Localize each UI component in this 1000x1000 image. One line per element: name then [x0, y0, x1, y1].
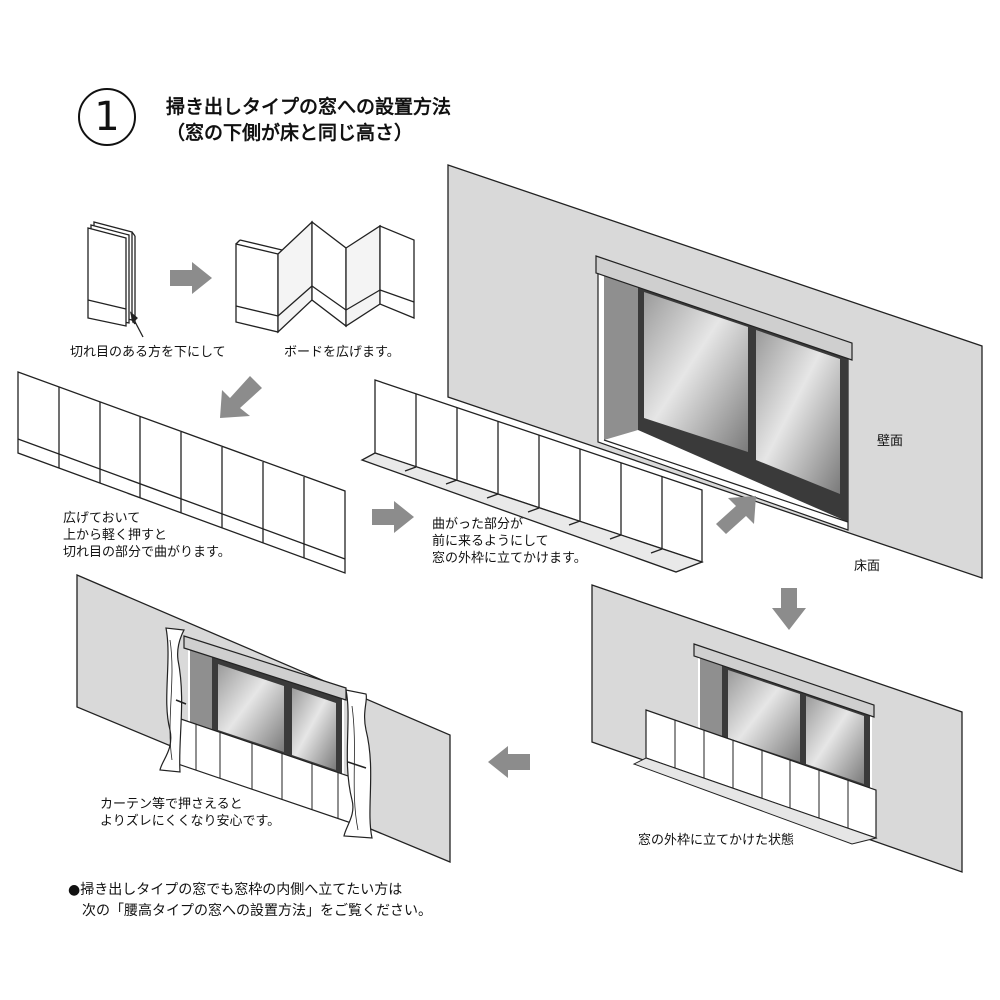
page-title: 掃き出しタイプの窓への設置方法 （窓の下側が床と同じ高さ） — [166, 94, 451, 146]
label-spread-board: ボードを広げます。 — [284, 345, 400, 360]
large-window-illustration — [447, 164, 983, 579]
label-bend-line-3: 切れ目の部分で曲がります。 — [63, 545, 231, 560]
label-bend-line-2: 上から軽く押すと — [63, 528, 168, 543]
label-curtain: カーテン等で押さえると よりズレにくくなり安心です。 — [100, 796, 280, 830]
label-state: 窓の外枠に立てかけた状態 — [638, 833, 795, 848]
step-number-circle: 1 — [78, 88, 136, 146]
label-lean-line-1: 曲がった部分が — [432, 517, 524, 532]
label-wall: 壁面 — [877, 434, 904, 449]
label-lean-line-3: 窓の外枠に立てかけます。 — [432, 551, 587, 566]
arrow-down-left — [220, 376, 262, 418]
bent-board-illustration — [360, 379, 704, 573]
label-lean: 曲がった部分が 前に来るようにして 窓の外枠に立てかけます。 — [432, 516, 587, 567]
bottom-note-line-1: ●掃き出しタイプの窓でも窓枠の内側へ立てたい方は — [68, 882, 403, 898]
label-floor: 床面 — [854, 559, 881, 574]
curtain-window-illustration — [76, 574, 451, 863]
bottom-note-line-2: 次の「腰高タイプの窓への設置方法」をご覧ください。 — [82, 903, 432, 919]
label-curtain-line-1: カーテン等で押さえると — [100, 797, 243, 812]
title-line-2: （窓の下側が床と同じ高さ） — [166, 122, 414, 144]
arrow-left — [488, 746, 530, 778]
title-line-1: 掃き出しタイプの窓への設置方法 — [166, 96, 452, 118]
bottom-note: ●掃き出しタイプの窓でも窓枠の内側へ立てたい方は 次の「腰高タイプの窓への設置方… — [68, 880, 432, 922]
arrow-up-right — [716, 496, 756, 534]
arrow-right-1 — [170, 262, 212, 294]
zigzag-board-illustration — [235, 220, 415, 334]
arrow-down — [772, 588, 806, 630]
folded-board-illustration — [87, 221, 144, 338]
label-bend-line-1: 広げておいて — [63, 511, 141, 526]
label-bend: 広げておいて 上から軽く押すと 切れ目の部分で曲がります。 — [63, 510, 231, 561]
arrow-right-2 — [372, 501, 414, 533]
label-cut-down: 切れ目のある方を下にして — [70, 345, 226, 360]
result-window-illustration — [591, 584, 963, 873]
label-curtain-line-2: よりズレにくくなり安心です。 — [100, 814, 281, 829]
label-lean-line-2: 前に来るようにして — [432, 534, 549, 549]
flat-board-illustration — [17, 371, 346, 574]
